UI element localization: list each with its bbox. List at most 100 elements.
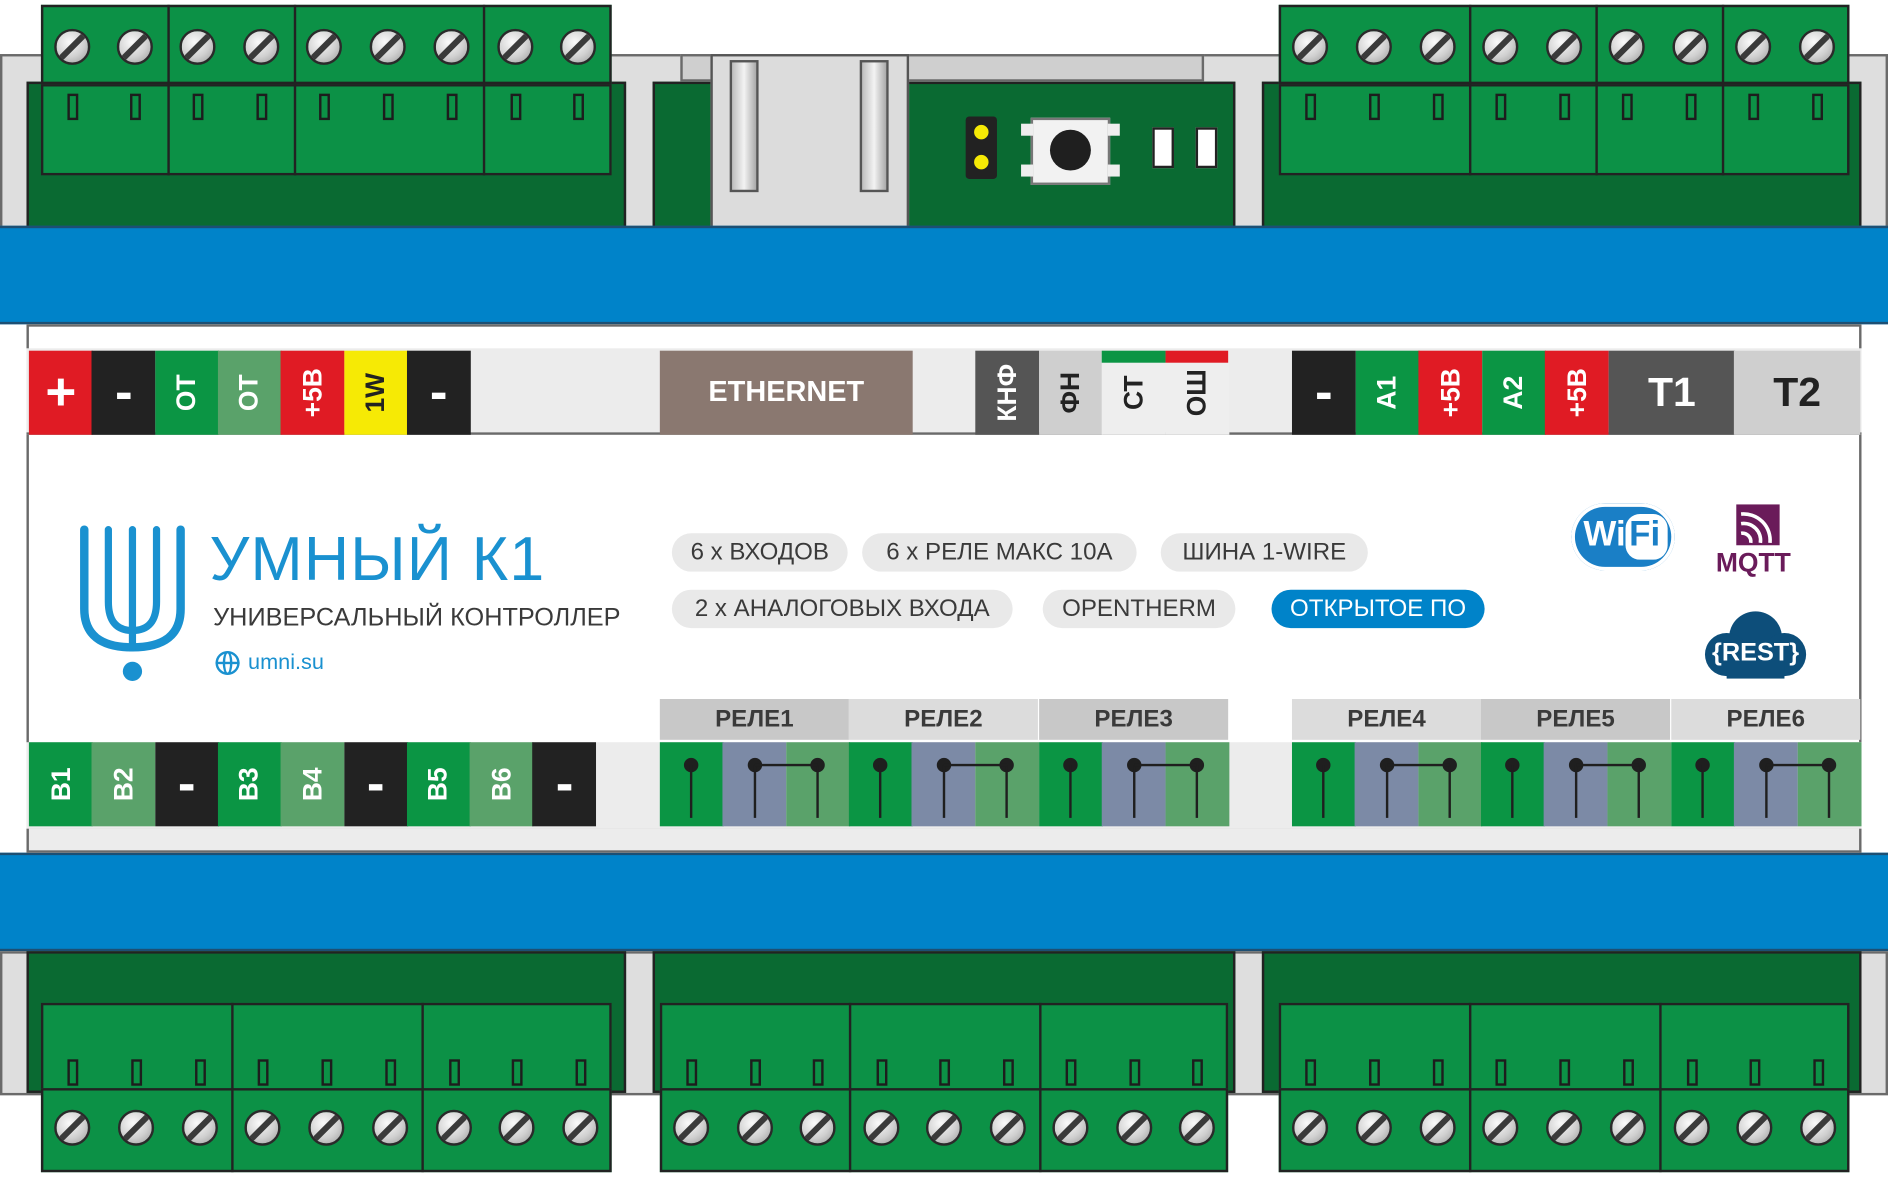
terminal-label-box: ОШ — [1164, 350, 1229, 435]
relay-switch-bar — [754, 763, 818, 767]
relay-label: РЕЛЕ4 — [1347, 705, 1426, 733]
mqtt-label: MQTT — [1715, 547, 1791, 578]
terminal-pin — [1002, 1059, 1014, 1086]
terminal-pin — [130, 93, 141, 121]
terminal-label-box: ФН — [1038, 350, 1103, 435]
terminal-screw-icon[interactable] — [1291, 1109, 1329, 1146]
terminal-screw-icon[interactable] — [862, 1109, 899, 1146]
terminal-label: B6 — [485, 767, 517, 802]
terminal-label: - — [1315, 362, 1333, 422]
terminal-screw-icon[interactable] — [497, 28, 534, 65]
terminal-screw-icon[interactable] — [435, 1109, 472, 1146]
website-link[interactable]: umni.su — [248, 649, 324, 674]
terminal-screw-icon[interactable] — [305, 28, 342, 65]
relay-contact-wire — [689, 765, 693, 818]
relay-contact-wire — [1069, 765, 1072, 818]
terminal-screw-icon[interactable] — [673, 1109, 710, 1146]
terminal-screw-icon[interactable] — [179, 28, 216, 65]
terminal-screw-icon[interactable] — [1052, 1109, 1089, 1146]
ethernet-label-box: ETHERNET — [659, 350, 913, 435]
terminal-label-box: A1 — [1355, 350, 1420, 435]
relay-common-wire — [753, 765, 756, 818]
terminal-screw-icon[interactable] — [559, 28, 597, 65]
terminal-label: B5 — [422, 767, 454, 802]
terminal-divider — [1038, 1002, 1042, 1173]
terminal-pin — [939, 1059, 951, 1086]
terminal-screw-icon[interactable] — [1546, 1109, 1583, 1146]
terminal-screw-icon[interactable] — [1355, 1109, 1392, 1146]
terminal-screw-icon[interactable] — [1115, 1109, 1152, 1146]
terminal-screw-icon[interactable] — [1178, 1109, 1215, 1146]
feature-pill: OPENTHERM — [1042, 589, 1236, 629]
relay-header: РЕЛЕ5 — [1481, 698, 1671, 740]
terminal-screw-icon[interactable] — [369, 28, 406, 65]
terminal-screw-icon[interactable] — [1291, 28, 1329, 65]
brand-subtitle: УНИВЕРСАЛЬНЫЙ КОНТРОЛЛЕР — [213, 604, 621, 632]
rest-cloud-icon — [1704, 611, 1807, 679]
terminal-screw-icon[interactable] — [498, 1109, 535, 1146]
relay-common-wire — [1574, 765, 1577, 818]
brand-name: УМНЫЙ К1 — [209, 524, 546, 595]
terminal-pin — [1749, 1059, 1761, 1086]
terminal-screw-icon[interactable] — [117, 1109, 154, 1146]
terminal-screw-icon[interactable] — [1608, 28, 1645, 65]
terminal-label-box: 1W — [343, 350, 408, 435]
terminal-label: КНФ — [991, 363, 1022, 422]
terminal-divider — [849, 1002, 852, 1173]
terminal-label-box: - — [1291, 350, 1356, 435]
terminal-screw-icon[interactable] — [799, 1109, 836, 1146]
relay-contact-wire — [816, 765, 819, 818]
terminal-screw-icon[interactable] — [1736, 1109, 1773, 1146]
terminal-screw-icon[interactable] — [1419, 1109, 1456, 1146]
terminal-divider — [421, 1002, 424, 1173]
terminal-pin — [875, 1059, 887, 1086]
terminal-screw-icon[interactable] — [116, 28, 153, 65]
relay-label: РЕЛЕ5 — [1536, 705, 1615, 733]
terminal-screw-icon[interactable] — [181, 1109, 218, 1146]
terminal-screw-icon[interactable] — [243, 28, 280, 65]
relay-contact-wire — [1195, 765, 1199, 818]
terminal-pin — [256, 93, 268, 121]
terminal-label-box: + — [28, 350, 93, 435]
terminal-screw-icon[interactable] — [1546, 28, 1583, 65]
terminal-screw-icon[interactable] — [1673, 1109, 1710, 1146]
terminal-screw-icon[interactable] — [1672, 28, 1709, 65]
relay-switch-bar — [943, 763, 1007, 767]
terminal-screw-icon[interactable] — [925, 1109, 963, 1146]
terminal-screw-icon[interactable] — [54, 28, 91, 65]
relay-contact-wire — [1322, 765, 1325, 818]
terminal-screw-icon[interactable] — [1800, 1109, 1837, 1146]
terminal-screw-icon[interactable] — [244, 1109, 281, 1146]
terminal-screw-icon[interactable] — [1798, 28, 1836, 65]
feature-pill-highlight: ОТКРЫТОЕ ПО — [1271, 589, 1485, 629]
terminal-divider — [1468, 1002, 1472, 1173]
relay-contact-wire — [1511, 765, 1514, 818]
terminal-screw-icon[interactable] — [1419, 28, 1456, 65]
terminal-pin — [1305, 93, 1317, 121]
terminal-screw-icon[interactable] — [736, 1109, 773, 1146]
st-color-strip — [1101, 350, 1166, 363]
terminal-screw-icon[interactable] — [562, 1109, 599, 1146]
terminal-pin — [1192, 1059, 1203, 1086]
relay-switch-bar — [1575, 763, 1639, 767]
terminal-screw-icon[interactable] — [1735, 28, 1772, 65]
terminal-screw-icon[interactable] — [1355, 28, 1392, 65]
relay-contact-wire — [1827, 765, 1831, 818]
terminal-screw-icon[interactable] — [1482, 1109, 1519, 1146]
terminal-pin — [1495, 1059, 1507, 1086]
terminal-screw-icon[interactable] — [989, 1109, 1026, 1146]
terminal-screw-icon[interactable] — [308, 1109, 345, 1146]
terminal-label: - — [366, 754, 385, 814]
terminal-screw-icon[interactable] — [433, 28, 470, 65]
terminal-screw-icon[interactable] — [1609, 1109, 1646, 1146]
terminal-label: - — [555, 754, 574, 814]
terminal-pin — [1622, 1059, 1634, 1086]
terminal-pin — [130, 1059, 142, 1086]
terminal-pin — [257, 1059, 269, 1086]
terminal-screw-icon[interactable] — [1482, 28, 1519, 65]
ethernet-latch-left — [729, 60, 759, 193]
relay-common-wire — [1764, 765, 1767, 818]
lower-panel-gap — [26, 828, 1862, 853]
terminal-screw-icon[interactable] — [371, 1109, 408, 1146]
terminal-screw-icon[interactable] — [54, 1109, 91, 1146]
